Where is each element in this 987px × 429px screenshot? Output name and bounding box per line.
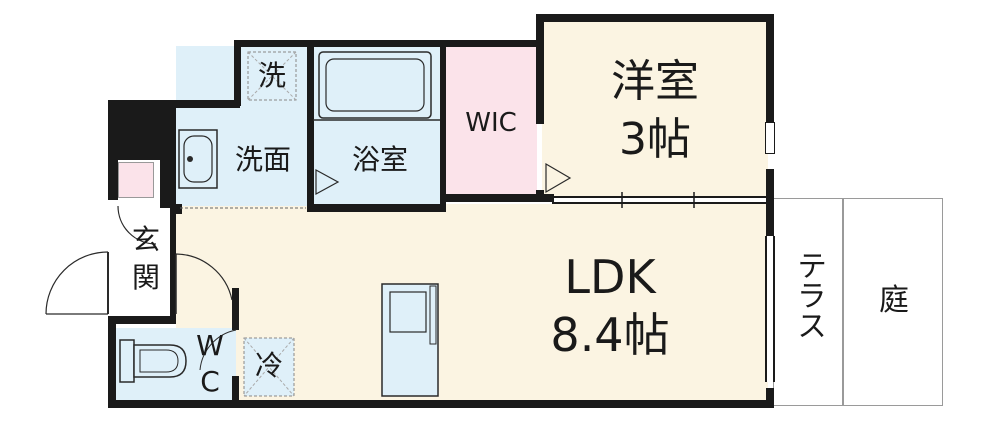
wc-label-line1: W xyxy=(196,329,224,362)
wall xyxy=(307,46,314,212)
fridge-space xyxy=(243,337,295,397)
bath-label: 浴室 xyxy=(351,143,408,176)
washbasin-icon xyxy=(178,129,218,189)
wall xyxy=(307,204,445,212)
wic-floor xyxy=(445,46,537,196)
laundry-space xyxy=(247,51,297,101)
wall xyxy=(170,206,176,324)
wall xyxy=(108,100,168,160)
bedroom-size: 3帖 xyxy=(619,114,691,165)
terrace-label: テラス xyxy=(791,250,826,340)
wall xyxy=(536,14,774,22)
wall xyxy=(108,316,176,324)
shoe-closet xyxy=(118,162,154,198)
bedroom-floor xyxy=(542,22,768,198)
kitchen-counter-icon xyxy=(381,283,439,397)
door-swing-icon xyxy=(45,162,572,371)
wic-label: WIC xyxy=(465,108,517,138)
wall xyxy=(536,190,544,202)
toilet-icon xyxy=(119,339,187,383)
entrance-label-line2: 関 xyxy=(131,261,160,294)
wc-label-line2: C xyxy=(200,365,220,398)
sliding-window xyxy=(765,236,775,382)
wall xyxy=(108,400,772,408)
fridge-label: 冷 xyxy=(254,349,283,382)
sliding-partition xyxy=(552,192,766,208)
wall xyxy=(440,46,446,212)
wall xyxy=(160,100,176,208)
bathtub-icon xyxy=(313,51,440,121)
wall xyxy=(766,14,774,408)
ldk-name: LDK xyxy=(564,250,656,304)
wall xyxy=(176,204,182,214)
laundry-label: 洗 xyxy=(257,59,286,92)
entrance-floor xyxy=(118,206,174,318)
wall xyxy=(108,316,116,408)
wall xyxy=(536,14,544,124)
bedroom-name: 洋室 xyxy=(611,56,699,107)
wall xyxy=(232,288,239,330)
window xyxy=(765,122,775,154)
ldk-size: 8.4帖 xyxy=(550,308,670,362)
wall xyxy=(234,40,241,106)
wall xyxy=(446,194,554,202)
wall xyxy=(108,100,118,200)
wall xyxy=(232,376,239,406)
wall xyxy=(234,40,540,47)
garden xyxy=(843,198,943,406)
entrance-label-line1: 玄 xyxy=(131,223,160,256)
garden-label: 庭 xyxy=(879,283,909,318)
washroom-label: 洗面 xyxy=(234,143,291,176)
